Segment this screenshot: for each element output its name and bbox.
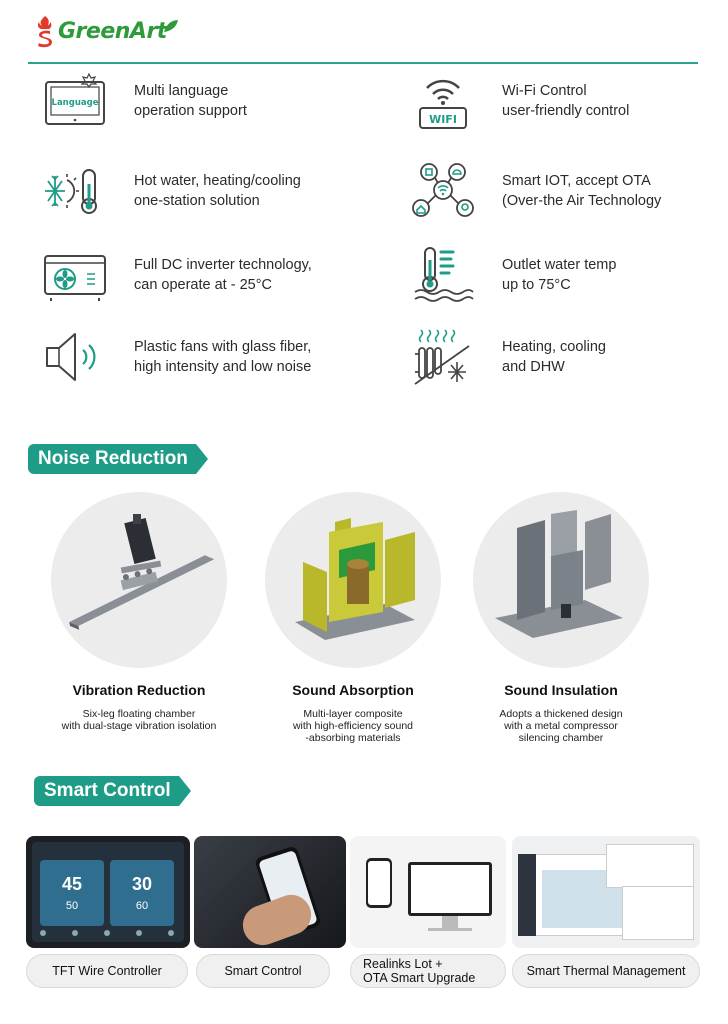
noise-item-insulation: Sound Insulation Adopts a thickened desi… bbox=[456, 492, 666, 744]
feature-line: up to 75°C bbox=[502, 277, 571, 293]
feature-line: operation support bbox=[134, 103, 247, 119]
noise-desc: Six-leg floating chamber with dual-stage… bbox=[34, 708, 244, 732]
card-label-realinks: Realinks Lot + OTA Smart Upgrade bbox=[350, 954, 506, 988]
feature-line: can operate at - 25°C bbox=[134, 277, 272, 293]
card-label-thermal: Smart Thermal Management bbox=[512, 954, 700, 988]
page-header: GreenArt bbox=[0, 0, 728, 64]
feature-line: high intensity and low noise bbox=[134, 359, 312, 375]
language-icon-text: Language bbox=[52, 98, 99, 108]
heat-cool-radiator-icon bbox=[410, 328, 476, 386]
feature-line: (Over-the Air Technology bbox=[502, 193, 662, 209]
vibration-image bbox=[51, 492, 227, 668]
noise-title: Vibration Reduction bbox=[72, 682, 206, 698]
feature-line: Outlet water temp bbox=[502, 257, 617, 273]
section-arrow bbox=[195, 444, 208, 474]
controller-temp: 60 bbox=[135, 900, 149, 912]
card-label-smart-control: Smart Control bbox=[196, 954, 330, 988]
feature-line: Full DC inverter technology, bbox=[134, 257, 312, 273]
feature-line: Plastic fans with glass fiber, bbox=[134, 339, 312, 355]
noise-desc-line: with high-efficiency sound bbox=[292, 720, 414, 732]
noise-desc-line: with a metal compressor bbox=[504, 720, 618, 732]
card-label-text: Smart Control bbox=[224, 964, 302, 978]
thermometer-water-icon bbox=[410, 246, 476, 304]
noise-item-vibration: Vibration Reduction Six-leg floating cha… bbox=[34, 492, 244, 732]
feature-line: Wi-Fi Control bbox=[502, 83, 587, 99]
thermal-management-image bbox=[512, 836, 700, 948]
noise-desc-line: Multi-layer composite bbox=[303, 708, 403, 720]
dc-inverter-icon bbox=[42, 246, 108, 304]
feature-item: WIFI Wi-Fi Control user-friendly control bbox=[410, 72, 629, 130]
controller-temp: 50 bbox=[65, 900, 79, 912]
feature-item: Hot water, heating/cooling one-station s… bbox=[42, 162, 301, 220]
card-label-text: TFT Wire Controller bbox=[52, 964, 162, 978]
feature-line: Smart IOT, accept OTA bbox=[502, 173, 651, 189]
feature-line: Heating, cooling bbox=[502, 339, 606, 355]
feature-item: Smart IOT, accept OTA (Over-the Air Tech… bbox=[410, 162, 661, 220]
feature-line: Multi language bbox=[134, 83, 229, 99]
insulation-image bbox=[473, 492, 649, 668]
section-arrow bbox=[178, 776, 191, 806]
noise-item-absorption: Sound Absorption Multi-layer composite w… bbox=[248, 492, 458, 744]
header-divider bbox=[28, 62, 698, 64]
hot-cold-icon bbox=[42, 162, 108, 220]
realinks-ota-image bbox=[350, 836, 506, 948]
feature-line: one-station solution bbox=[134, 193, 260, 209]
noise-title: Sound Insulation bbox=[504, 682, 618, 698]
feature-line: Hot water, heating/cooling bbox=[134, 173, 301, 189]
noise-reduction-heading: Noise Reduction bbox=[28, 444, 208, 474]
noise-desc: Adopts a thickened design with a metal c… bbox=[456, 708, 666, 744]
feature-item: Heating, cooling and DHW bbox=[410, 328, 606, 386]
speaker-icon bbox=[42, 328, 108, 386]
feature-line: and DHW bbox=[502, 359, 565, 375]
feature-item: Full DC inverter technology, can operate… bbox=[42, 246, 312, 304]
brand-name: GreenArt bbox=[58, 18, 167, 44]
absorption-image bbox=[265, 492, 441, 668]
controller-temp: 45 bbox=[61, 874, 83, 894]
feature-item: Outlet water temp up to 75°C bbox=[410, 246, 616, 304]
brand-logo: GreenArt bbox=[34, 14, 179, 48]
card-label-tft: TFT Wire Controller bbox=[26, 954, 188, 988]
card-label-text: OTA Smart Upgrade bbox=[363, 971, 476, 985]
wifi-icon: WIFI bbox=[410, 72, 476, 130]
noise-desc-line: silencing chamber bbox=[518, 732, 604, 744]
controller-temp: 30 bbox=[131, 874, 153, 894]
section-title: Smart Control bbox=[34, 776, 179, 806]
noise-desc-line: Six-leg floating chamber bbox=[82, 708, 196, 720]
feature-line: user-friendly control bbox=[502, 103, 630, 119]
feature-item: Plastic fans with glass fiber, high inte… bbox=[42, 328, 311, 386]
noise-desc: Multi-layer composite with high-efficien… bbox=[248, 708, 458, 744]
smart-iot-icon bbox=[410, 162, 476, 220]
card-label-text: Realinks Lot + bbox=[363, 957, 443, 971]
logo-flame-icon bbox=[37, 16, 52, 48]
wifi-icon-text: WIFI bbox=[429, 113, 457, 126]
language-screen-icon: Language bbox=[42, 72, 108, 130]
noise-desc-line: -absorbing materials bbox=[305, 732, 401, 744]
card-label-text: Smart Thermal Management bbox=[526, 964, 686, 978]
noise-title: Sound Absorption bbox=[292, 682, 414, 698]
smart-phone-image bbox=[194, 836, 346, 948]
smart-control-heading: Smart Control bbox=[34, 776, 191, 806]
tft-controller-image: 45 30 50 60 bbox=[26, 836, 190, 948]
feature-item: Language Multi language operation suppor… bbox=[42, 72, 247, 130]
noise-desc-line: with dual-stage vibration isolation bbox=[61, 720, 217, 732]
section-title: Noise Reduction bbox=[28, 444, 196, 474]
noise-desc-line: Adopts a thickened design bbox=[499, 708, 623, 720]
logo-leaf-icon bbox=[163, 20, 178, 32]
